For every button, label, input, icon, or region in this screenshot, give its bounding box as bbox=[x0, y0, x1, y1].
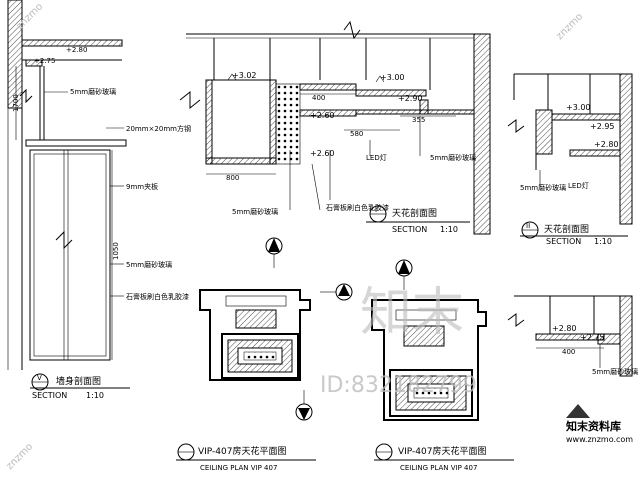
watermark-corner-bl: znzmo bbox=[4, 441, 35, 472]
level-280-b: +2.80 bbox=[594, 140, 619, 149]
brand-name: 知末资料库 bbox=[565, 419, 621, 433]
note-glass-2: 5mm磨砂玻璃 bbox=[126, 260, 172, 269]
note-glass: 5mm磨砂玻璃 bbox=[70, 87, 116, 96]
level-280: +2.80 bbox=[66, 46, 87, 54]
note-glass-b: 5mm磨砂玻璃 bbox=[232, 207, 278, 216]
ceiling-section-ii: +3.00 +2.95 +2.80 5mm磨砂玻璃 LED灯 II 天花剖面图 … bbox=[507, 73, 633, 246]
side-wall-hatch bbox=[473, 33, 491, 235]
plan-b-label: CEILING PLAN VIP 407 bbox=[400, 464, 477, 472]
wall-section-title: 墙身剖面图 bbox=[56, 375, 101, 387]
level-275: +2.75 bbox=[34, 57, 55, 65]
dim-1050: 1050 bbox=[112, 242, 120, 260]
dim-580: 580 bbox=[350, 130, 363, 138]
level-275-c: +2.75 bbox=[580, 333, 605, 342]
note-glass-d: 5mm磨砂玻璃 bbox=[592, 367, 638, 376]
ceiling-slab bbox=[21, 39, 123, 47]
plan-a-title: VIP-407房天花平面图 bbox=[198, 445, 286, 457]
plan-a-label: CEILING PLAN VIP 407 bbox=[200, 464, 277, 472]
level-295: +2.95 bbox=[590, 122, 615, 131]
level-260-a: +2.60 bbox=[310, 111, 335, 120]
ceiling-section-small: +2.80 +2.75 400 5mm磨砂玻璃 bbox=[507, 295, 638, 377]
dim-400: 400 bbox=[312, 94, 325, 102]
note-glass-c: 5mm磨砂玻璃 bbox=[520, 183, 566, 192]
plan-b-title: VIP-407房天花平面图 bbox=[398, 445, 486, 457]
note-led: LED灯 bbox=[366, 153, 387, 162]
dim-800: 800 bbox=[226, 174, 239, 182]
note-steel: 20mm×20mm方钢 bbox=[126, 124, 191, 133]
level-290: +2.90 bbox=[398, 94, 423, 103]
brand-logo-icon bbox=[566, 404, 590, 418]
ceiling-section-ii-scale: 1:10 bbox=[594, 237, 612, 246]
dim-1700: 1700 bbox=[12, 94, 20, 112]
section-marker: V bbox=[37, 374, 42, 382]
wall-section-label: SECTION bbox=[32, 391, 67, 400]
level-300-b: +3.00 bbox=[566, 103, 591, 112]
level-300: +3.00 bbox=[380, 73, 405, 82]
ceiling-section-ii-label: SECTION bbox=[546, 237, 581, 246]
level-260-b: +2.60 bbox=[310, 149, 335, 158]
ceiling-section-i-title: 天花剖面图 bbox=[392, 207, 437, 219]
wall-panel bbox=[29, 149, 111, 361]
ceiling-section-i: +3.02 +3.00 +2.90 +2.60 +2.60 800 400 58… bbox=[179, 20, 491, 235]
section-i-marker: I bbox=[375, 206, 377, 214]
ceiling-plan-a: VIP-407房天花平面图 CEILING PLAN VIP 407 bbox=[176, 237, 353, 472]
wall-section-scale: 1:10 bbox=[86, 391, 104, 400]
level-302: +3.02 bbox=[232, 71, 257, 80]
wall-hatch-top bbox=[7, 0, 23, 109]
dim-355: 355 bbox=[412, 116, 425, 124]
watermark: 知末 ID:832182799 znzmo znzmo znzmo bbox=[4, 1, 585, 472]
ceiling-plan-b: VIP-407房天花平面图 CEILING PLAN VIP 407 bbox=[371, 259, 514, 472]
level-280-c: +2.80 bbox=[552, 324, 577, 333]
ceiling-section-i-label: SECTION bbox=[392, 225, 427, 234]
brand-url: www.znzmo.com bbox=[566, 435, 633, 444]
note-gypsum-a: 石膏板刷白色乳胶漆 bbox=[326, 203, 389, 212]
dim-400-c: 400 bbox=[562, 348, 575, 356]
note-gypsum: 石膏板刷白色乳胶漆 bbox=[126, 292, 189, 301]
wall-section: 1700 1050 +2.80 +2.75 5mm磨砂玻璃 20mm×20mm方… bbox=[7, 0, 191, 400]
watermark-corner-tr: znzmo bbox=[554, 11, 585, 42]
watermark-text: 知末 bbox=[360, 283, 464, 343]
brand-badge: 知末资料库 www.znzmo.com bbox=[560, 404, 636, 444]
section-ii-marker: II bbox=[526, 222, 530, 230]
note-glass-a: 5mm磨砂玻璃 bbox=[430, 153, 476, 162]
ceiling-section-ii-title: 天花剖面图 bbox=[544, 223, 589, 235]
dotted-fill bbox=[275, 83, 301, 165]
ceiling-section-i-scale: 1:10 bbox=[440, 225, 458, 234]
note-plywood: 9mm夹板 bbox=[126, 182, 158, 191]
note-led-b: LED灯 bbox=[568, 181, 589, 190]
watermark-id: ID:832182799 bbox=[320, 373, 477, 398]
